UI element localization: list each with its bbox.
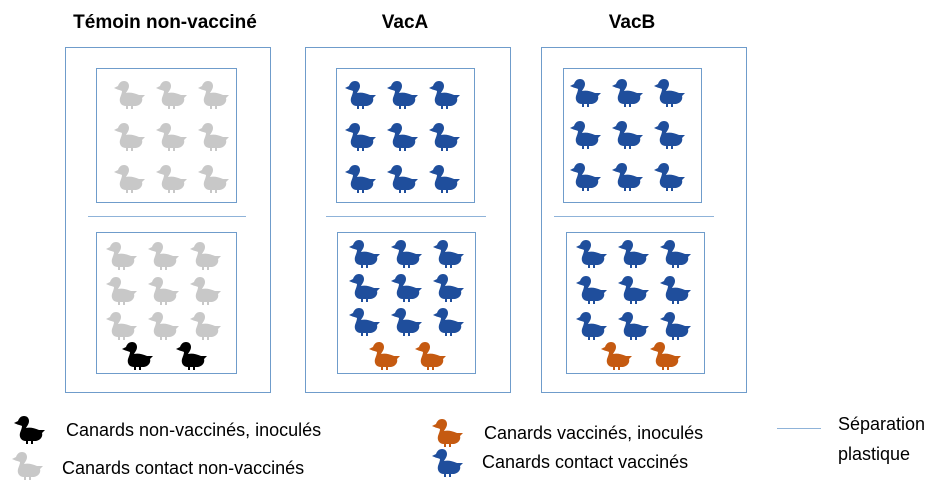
duck-contact-vaccinated-icon <box>576 240 607 268</box>
plastic-separation-vacb <box>554 216 714 217</box>
duck-contact-unvaccinated-icon <box>148 277 179 305</box>
duck-contact-vaccinated-icon <box>387 123 418 151</box>
duck-contact-unvaccinated-icon <box>156 123 187 151</box>
duck-contact-vaccinated-icon <box>349 274 380 302</box>
duck-contact-vaccinated-icon <box>387 81 418 109</box>
plastic-separation-vaca <box>326 216 486 217</box>
pen-vacb-top <box>563 68 702 203</box>
duck-contact-unvaccinated-icon <box>106 277 137 305</box>
group-title-vaca: VacA <box>381 12 429 33</box>
duck-contact-vaccinated-icon <box>618 240 649 268</box>
duck-inoculated-vaccinated-icon <box>369 342 400 370</box>
duck-contact-unvaccinated-icon <box>114 123 145 151</box>
duck-contact-vaccinated-icon <box>429 81 460 109</box>
duck-contact-vaccinated-icon <box>654 163 685 191</box>
duck-contact-vaccinated-icon <box>433 274 464 302</box>
duck-contact-vaccinated-icon <box>391 240 422 268</box>
group-title-control: Témoin non-vacciné <box>73 12 257 33</box>
duck-contact-unvaccinated-icon <box>198 81 229 109</box>
duck-contact-unvaccinated-icon <box>190 312 221 340</box>
duck-contact-unvaccinated-icon <box>106 312 137 340</box>
duck-contact-vaccinated-icon <box>576 276 607 304</box>
duck-contact-vaccinated-icon <box>391 274 422 302</box>
legend-duck-contact-unvaccinated-icon <box>12 452 43 480</box>
legend-label-separation-2: plastique <box>838 444 911 464</box>
duck-contact-vaccinated-icon <box>660 312 691 340</box>
enclosure-vaca <box>305 47 511 393</box>
duck-contact-unvaccinated-icon <box>190 242 221 270</box>
duck-contact-unvaccinated-icon <box>106 242 137 270</box>
duck-contact-unvaccinated-icon <box>198 123 229 151</box>
duck-contact-vaccinated-icon <box>654 121 685 149</box>
duck-contact-vaccinated-icon <box>429 123 460 151</box>
duck-contact-vaccinated-icon <box>660 276 691 304</box>
legend-label-contact-vaccinated: Canards contact vaccinés <box>482 452 689 472</box>
duck-inoculated-vaccinated-icon <box>601 342 632 370</box>
duck-contact-unvaccinated-icon <box>114 165 145 193</box>
pen-vacb-bottom <box>566 232 705 374</box>
legend-duck-inoculated-vaccinated-icon <box>432 419 463 447</box>
duck-inoculated-unvaccinated-icon <box>176 342 207 370</box>
duck-contact-vaccinated-icon <box>429 165 460 193</box>
pen-control-top <box>96 68 237 203</box>
legend-label-inoculated-unvaccinated: Canards non-vaccinés, inoculés <box>66 420 322 440</box>
duck-contact-unvaccinated-icon <box>148 312 179 340</box>
duck-contact-unvaccinated-icon <box>156 165 187 193</box>
duck-inoculated-vaccinated-icon <box>650 342 681 370</box>
legend-separation-line <box>777 428 821 429</box>
duck-contact-vaccinated-icon <box>576 312 607 340</box>
duck-contact-unvaccinated-icon <box>114 81 145 109</box>
duck-contact-vaccinated-icon <box>345 123 376 151</box>
legend-duck-contact-vaccinated-icon <box>432 449 463 477</box>
legend-duck-inoculated-unvaccinated-icon <box>14 416 45 444</box>
duck-contact-vaccinated-icon <box>345 165 376 193</box>
duck-contact-unvaccinated-icon <box>148 242 179 270</box>
duck-contact-vaccinated-icon <box>387 165 418 193</box>
duck-contact-unvaccinated-icon <box>156 81 187 109</box>
duck-contact-vaccinated-icon <box>570 79 601 107</box>
pen-vaca-bottom <box>337 232 476 374</box>
legend-label-separation-1: Séparation <box>838 414 926 434</box>
duck-contact-vaccinated-icon <box>654 79 685 107</box>
legend-label-inoculated-vaccinated: Canards vaccinés, inoculés <box>484 423 704 443</box>
duck-contact-vaccinated-icon <box>345 81 376 109</box>
enclosure-control <box>65 47 271 393</box>
pen-vaca-top <box>336 68 475 203</box>
duck-contact-vaccinated-icon <box>612 79 643 107</box>
duck-contact-vaccinated-icon <box>349 308 380 336</box>
duck-contact-vaccinated-icon <box>433 308 464 336</box>
duck-contact-vaccinated-icon <box>433 240 464 268</box>
pen-control-bottom <box>96 232 237 374</box>
duck-contact-vaccinated-icon <box>618 276 649 304</box>
duck-inoculated-vaccinated-icon <box>415 342 446 370</box>
duck-contact-vaccinated-icon <box>618 312 649 340</box>
legend-label-contact-unvaccinated: Canards contact non-vaccinés <box>62 458 305 478</box>
plastic-separation-control <box>88 216 246 217</box>
duck-contact-vaccinated-icon <box>612 163 643 191</box>
duck-contact-vaccinated-icon <box>570 121 601 149</box>
group-title-vacb: VacB <box>608 12 656 33</box>
duck-contact-unvaccinated-icon <box>190 277 221 305</box>
enclosure-vacb <box>541 47 747 393</box>
duck-inoculated-unvaccinated-icon <box>122 342 153 370</box>
duck-contact-vaccinated-icon <box>660 240 691 268</box>
duck-contact-unvaccinated-icon <box>198 165 229 193</box>
duck-contact-vaccinated-icon <box>570 163 601 191</box>
duck-contact-vaccinated-icon <box>391 308 422 336</box>
duck-contact-vaccinated-icon <box>349 240 380 268</box>
duck-contact-vaccinated-icon <box>612 121 643 149</box>
